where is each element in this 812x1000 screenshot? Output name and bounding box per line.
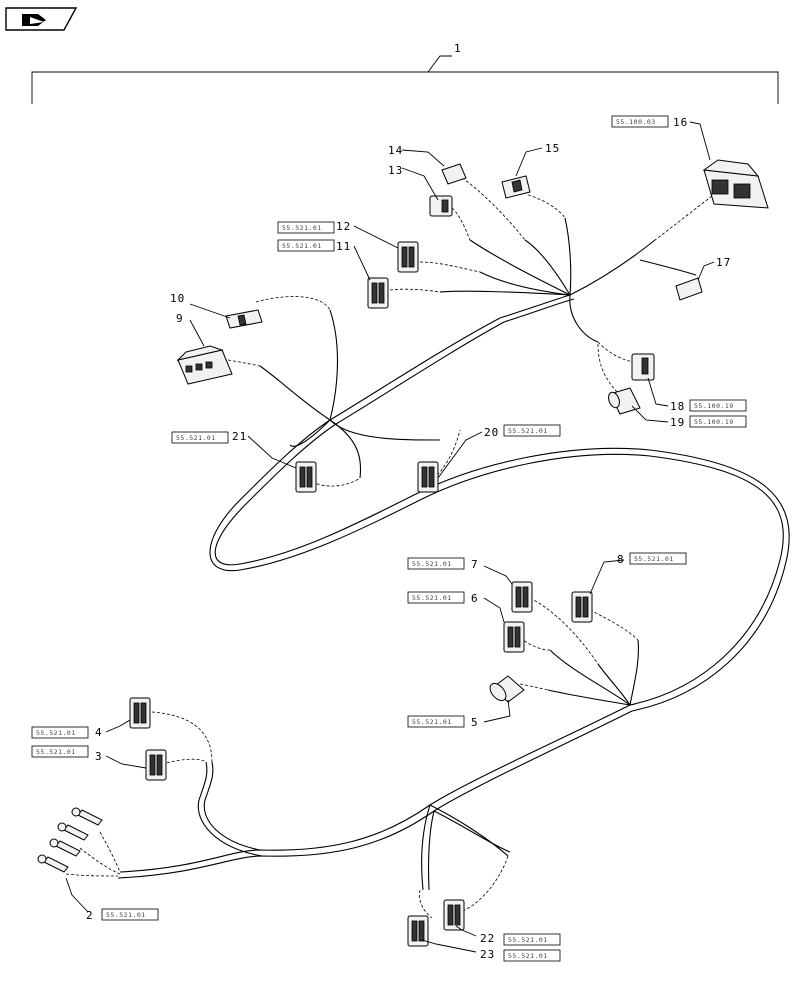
connector-4 <box>129 697 151 729</box>
callout-6: 6 <box>471 592 479 605</box>
connector-18 <box>631 353 655 381</box>
svg-text:55.521.01: 55.521.01 <box>282 224 322 232</box>
callout-5: 5 <box>471 716 479 729</box>
callout-10: 10 <box>170 292 185 305</box>
callout-9: 9 <box>176 312 184 325</box>
connector-22 <box>443 899 465 931</box>
ref-box-23[interactable]: 55.521.01 <box>503 949 561 962</box>
svg-text:55.521.01: 55.521.01 <box>282 242 322 250</box>
svg-text:55.521.01: 55.521.01 <box>176 434 216 442</box>
connector-23 <box>407 915 429 947</box>
connector-20 <box>417 461 439 493</box>
connector-3 <box>145 749 167 781</box>
callout-7: 7 <box>471 558 479 571</box>
svg-text:55.100.19: 55.100.19 <box>694 418 734 426</box>
ref-box-7[interactable]: 55.521.01 <box>407 557 465 570</box>
svg-text:55.521.01: 55.521.01 <box>508 952 548 960</box>
connector-13 <box>429 195 453 217</box>
connector-19 <box>608 387 641 415</box>
svg-text:55.100.19: 55.100.19 <box>694 402 734 410</box>
callout-15: 15 <box>545 142 560 155</box>
connector-11 <box>367 277 389 309</box>
connector-21 <box>295 461 317 493</box>
assembly-bracket <box>31 55 779 104</box>
callout-13: 13 <box>388 164 403 177</box>
callout-17: 17 <box>716 256 731 269</box>
callout-12: 12 <box>336 220 351 233</box>
connector-12 <box>397 241 419 273</box>
svg-text:55.521.01: 55.521.01 <box>412 718 452 726</box>
callout-23: 23 <box>480 948 495 961</box>
connector-17 <box>675 277 703 301</box>
connector-7 <box>511 581 533 613</box>
ref-box-16[interactable]: 55.100.03 <box>611 115 669 128</box>
callout-19: 19 <box>670 416 685 429</box>
callout-18: 18 <box>670 400 685 413</box>
svg-text:55.521.01: 55.521.01 <box>36 729 76 737</box>
connector-10 <box>225 309 263 329</box>
ref-box-8[interactable]: 55.521.01 <box>629 552 687 565</box>
ref-box-3[interactable]: 55.521.01 <box>31 745 89 758</box>
ref-box-5[interactable]: 55.521.01 <box>407 715 465 728</box>
connector-9 <box>176 345 233 385</box>
callout-21: 21 <box>232 430 247 443</box>
ref-box-6[interactable]: 55.521.01 <box>407 591 465 604</box>
svg-text:55.521.01: 55.521.01 <box>106 911 146 919</box>
callout-20: 20 <box>484 426 499 439</box>
callout-8: 8 <box>617 553 625 566</box>
callout-1: 1 <box>454 42 462 55</box>
leader-lines <box>65 121 715 953</box>
svg-text:55.521.01: 55.521.01 <box>412 594 452 602</box>
ref-box-4[interactable]: 55.521.01 <box>31 726 89 739</box>
svg-text:55.521.01: 55.521.01 <box>412 560 452 568</box>
ref-box-19[interactable]: 55.100.19 <box>689 415 747 428</box>
svg-text:55.100.03: 55.100.03 <box>616 118 656 126</box>
svg-text:55.521.01: 55.521.01 <box>36 748 76 756</box>
ring-terminals-2 <box>37 807 103 873</box>
connector-8 <box>571 591 593 623</box>
connector-15 <box>501 175 531 199</box>
connector-16 <box>702 159 769 209</box>
connector-6 <box>503 621 525 653</box>
dashed-leads <box>65 177 721 919</box>
ref-box-20[interactable]: 55.521.01 <box>503 424 561 437</box>
connector-14 <box>441 163 467 185</box>
svg-text:55.521.01: 55.521.01 <box>508 427 548 435</box>
ref-box-12[interactable]: 55.521.01 <box>277 221 335 234</box>
ref-box-18[interactable]: 55.100.19 <box>689 399 747 412</box>
connector-5 <box>489 675 525 703</box>
callout-11: 11 <box>336 240 351 253</box>
svg-text:55.521.01: 55.521.01 <box>508 936 548 944</box>
ref-box-11[interactable]: 55.521.01 <box>277 239 335 252</box>
callout-3: 3 <box>95 750 103 763</box>
svg-text:55.521.01: 55.521.01 <box>634 555 674 563</box>
callout-4: 4 <box>95 726 103 739</box>
ref-box-2[interactable]: 55.521.01 <box>101 908 159 921</box>
callout-14: 14 <box>388 144 403 157</box>
callout-22: 22 <box>480 932 495 945</box>
ref-box-22[interactable]: 55.521.01 <box>503 933 561 946</box>
ref-box-21[interactable]: 55.521.01 <box>171 431 229 444</box>
main-harness <box>117 217 790 891</box>
callout-16: 16 <box>673 116 688 129</box>
callout-2: 2 <box>86 909 94 922</box>
back-page-icon[interactable] <box>5 7 78 31</box>
